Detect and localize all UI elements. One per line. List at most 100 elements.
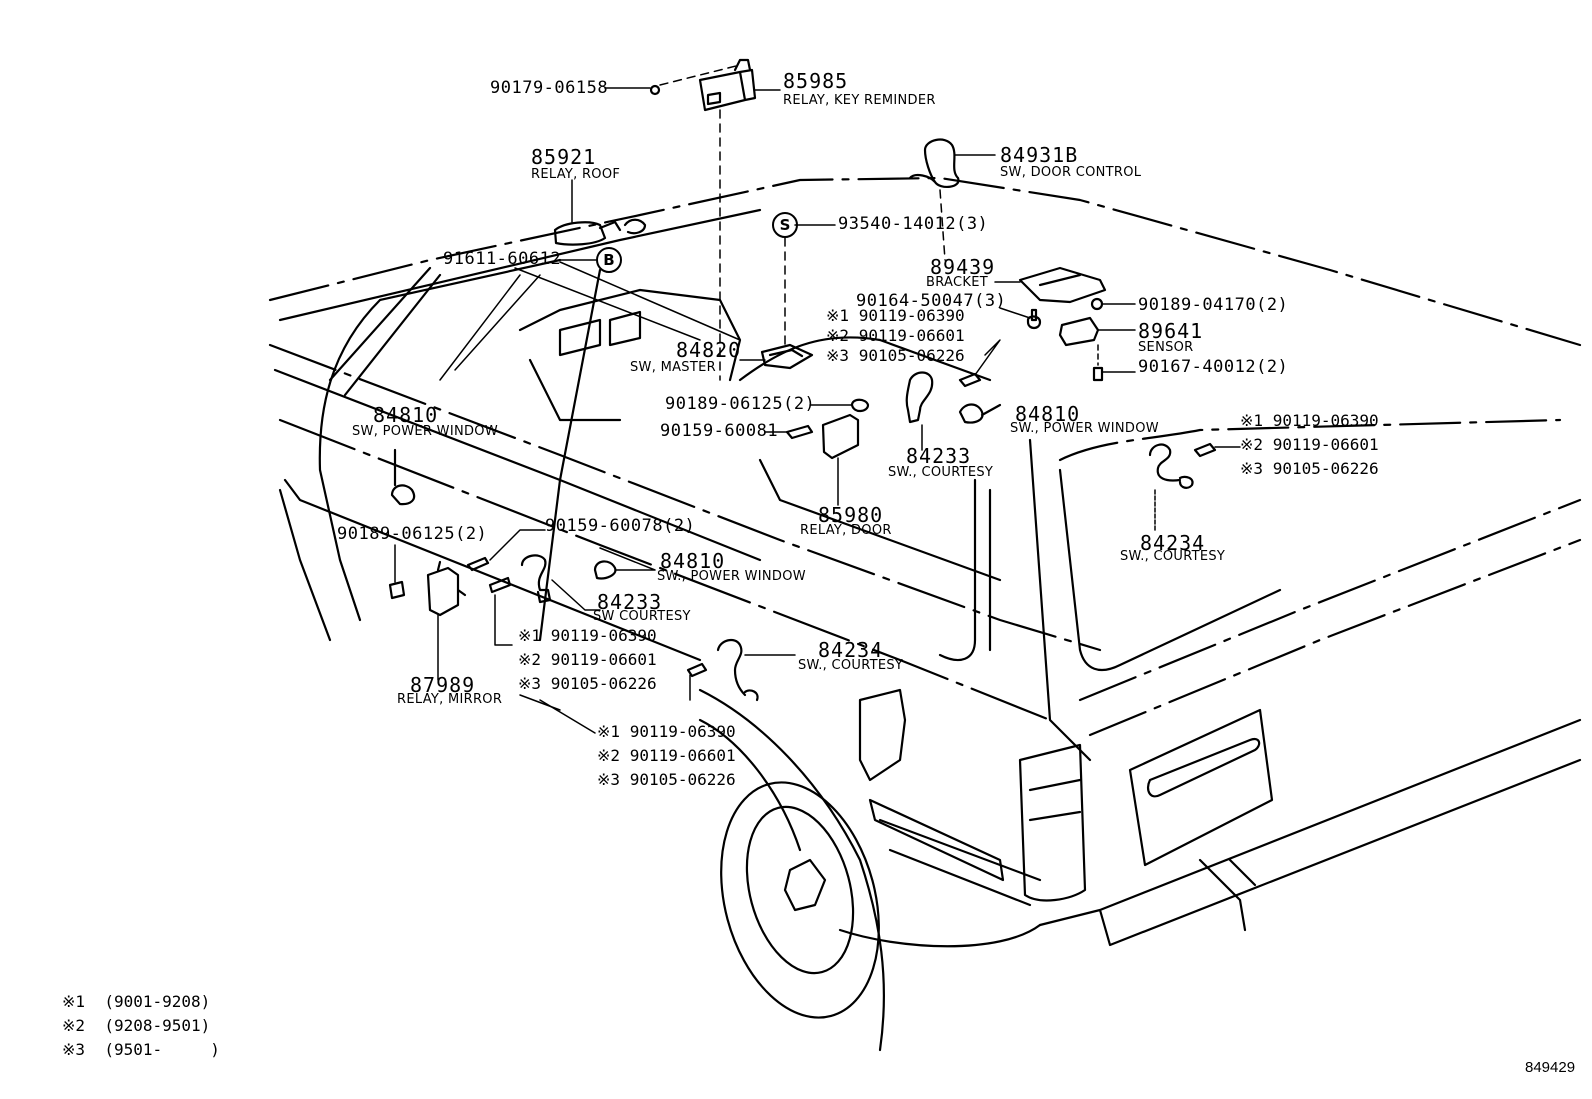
callout-84810-left-number: 84810 <box>373 403 439 427</box>
windshield-pillar <box>328 266 442 397</box>
screw-row: ※2 90119-06601 <box>826 326 965 345</box>
bumper-lower <box>838 923 1042 948</box>
front-door <box>318 258 562 622</box>
part-84233-lower-drawing <box>520 554 552 604</box>
diagram-reference-number: 849429 <box>1525 1059 1576 1076</box>
rear-door <box>738 336 1002 582</box>
screw-row: ※2 90119-06601 <box>597 746 736 765</box>
callout-90189-06125-center: 90189-06125(2) <box>665 394 816 414</box>
part-90179-drawing <box>649 84 661 96</box>
roof-outline <box>268 176 1582 347</box>
part-90159-60078-drawing <box>466 556 512 594</box>
callout-84233-center-name: SW., COURTESY <box>888 465 994 480</box>
screw-row: ※3 90105-06226 <box>826 346 965 365</box>
callout-89641-name: SENSOR <box>1138 340 1194 355</box>
leader-84233-lower <box>551 579 601 611</box>
leader-90159-60078 <box>489 529 546 561</box>
screw-row: ※3 90105-06226 <box>1240 459 1379 478</box>
callout-90159-60078: 90159-60078(2) <box>545 516 696 536</box>
callout-84820-name: SW, MASTER <box>630 360 716 375</box>
rocker-line <box>878 818 1042 907</box>
screw-row: ※1 90119-06390 <box>1240 411 1379 430</box>
callout-90189-06125-left: 90189-06125(2) <box>337 524 488 544</box>
callout-85980-name: RELAY, DOOR <box>800 523 892 538</box>
wheel-arch-inner <box>698 718 802 852</box>
callout-85921-number: 85921 <box>531 145 597 169</box>
part-84233-center-drawing <box>905 371 934 424</box>
callout-84810-right-name: SW., POWER WINDOW <box>1010 421 1159 436</box>
tail-light-line1 <box>1028 778 1082 822</box>
callout-84234-right-name: SW., COURTESY <box>1120 549 1226 564</box>
body-side-line3 <box>278 418 1052 722</box>
rear-window-edge <box>1058 468 1282 672</box>
screw-group-left-mid: ※1 90119-06390 ※2 90119-06601 ※3 90105-0… <box>518 624 657 696</box>
callout-91611-60612: 91611-60612 <box>443 249 562 269</box>
callout-90167-40012: 90167-40012(2) <box>1138 357 1289 377</box>
part-90189-04170-drawing <box>1090 297 1104 311</box>
part-screw-right-drawing <box>1193 442 1217 458</box>
screw-row: ※1 90119-06390 <box>826 306 965 325</box>
callout-89439-number: 89439 <box>930 255 996 279</box>
roof-edge-inner <box>278 208 762 322</box>
hatch-edge <box>1078 498 1582 702</box>
screw-group-top-center: ※1 90119-06390 ※2 90119-06601 ※3 90105-0… <box>826 304 965 368</box>
screw-row: ※2 90119-06601 <box>518 650 657 669</box>
leader-90164 <box>999 307 1031 319</box>
leader-91611-lines <box>439 261 741 381</box>
part-screw-center-drawing <box>958 372 982 388</box>
front-fender-line <box>278 488 332 642</box>
part-90189-center-drawing <box>850 398 870 413</box>
part-84810-left-drawing <box>390 448 416 506</box>
screw-row: ※1 90119-06390 <box>518 626 657 645</box>
legend-row: ※3 (9501- ) <box>62 1040 220 1059</box>
screw-row: ※1 90119-06390 <box>597 722 736 741</box>
rear-door-vertical <box>938 478 977 662</box>
rear-hatch-top <box>1058 418 1562 462</box>
tow-hitch <box>1198 858 1257 932</box>
callout-90159-60081: 90159-60081 <box>660 421 779 441</box>
callout-90179-06158: 90179-06158 <box>490 78 609 98</box>
callout-85985-name: RELAY, KEY REMINDER <box>783 93 936 108</box>
part-87989-drawing <box>426 560 467 617</box>
part-84931B-drawing <box>908 138 960 188</box>
callout-85985-number: 85985 <box>783 69 849 93</box>
part-90189-left-drawing <box>388 580 406 600</box>
callout-84234-right-number: 84234 <box>1140 531 1206 555</box>
callout-84810-left-name: SW, POWER WINDOW <box>352 424 498 439</box>
b-pillar <box>538 268 602 642</box>
part-90167-drawing <box>1092 366 1104 382</box>
date-range-legend: ※1 (9001-9208) ※2 (9208-9501) ※3 (9501- … <box>62 990 220 1062</box>
callout-84810-lower-name: SW., POWER WINDOW <box>657 569 806 584</box>
part-90159-60081-drawing <box>785 424 814 440</box>
callout-84233-center-number: 84233 <box>906 444 972 468</box>
callout-90189-04170: 90189-04170(2) <box>1138 295 1289 315</box>
part-85921-drawing <box>553 218 647 246</box>
part-85980-drawing <box>821 413 860 460</box>
rear-pillar <box>1028 438 1092 762</box>
part-85985-drawing <box>698 58 757 112</box>
callout-84810-lower-number: 84810 <box>660 549 726 573</box>
interior-panel <box>558 310 642 357</box>
screw-row: ※3 90105-06226 <box>518 674 657 693</box>
rear-bumper <box>1038 718 1582 947</box>
part-84234-lower-drawing <box>716 638 759 702</box>
leader-mirror-relay-line <box>519 694 561 711</box>
part-89439-drawing <box>1018 266 1107 304</box>
part-screw-lower-drawing <box>686 662 708 678</box>
callout-93540-14012: 93540-14012(3) <box>838 214 989 234</box>
dashboard <box>518 288 742 422</box>
callout-84931B-name: SW, DOOR CONTROL <box>1000 165 1142 180</box>
leader-screw-center <box>974 339 1001 376</box>
callout-89641-number: 89641 <box>1138 319 1204 343</box>
body-side-top <box>268 343 1102 652</box>
callout-84810-right-number: 84810 <box>1015 402 1081 426</box>
hatch-edge2 <box>1088 538 1582 737</box>
callout-85980-number: 85980 <box>818 503 884 527</box>
side-reflector <box>868 798 1005 882</box>
front-door-bottom <box>283 478 702 662</box>
legend-row: ※2 (9208-9501) <box>62 1016 211 1035</box>
screw-row: ※3 90105-06226 <box>597 770 736 789</box>
callout-87989-name: RELAY, MIRROR <box>397 692 503 707</box>
part-84810-lower-drawing <box>593 560 617 580</box>
